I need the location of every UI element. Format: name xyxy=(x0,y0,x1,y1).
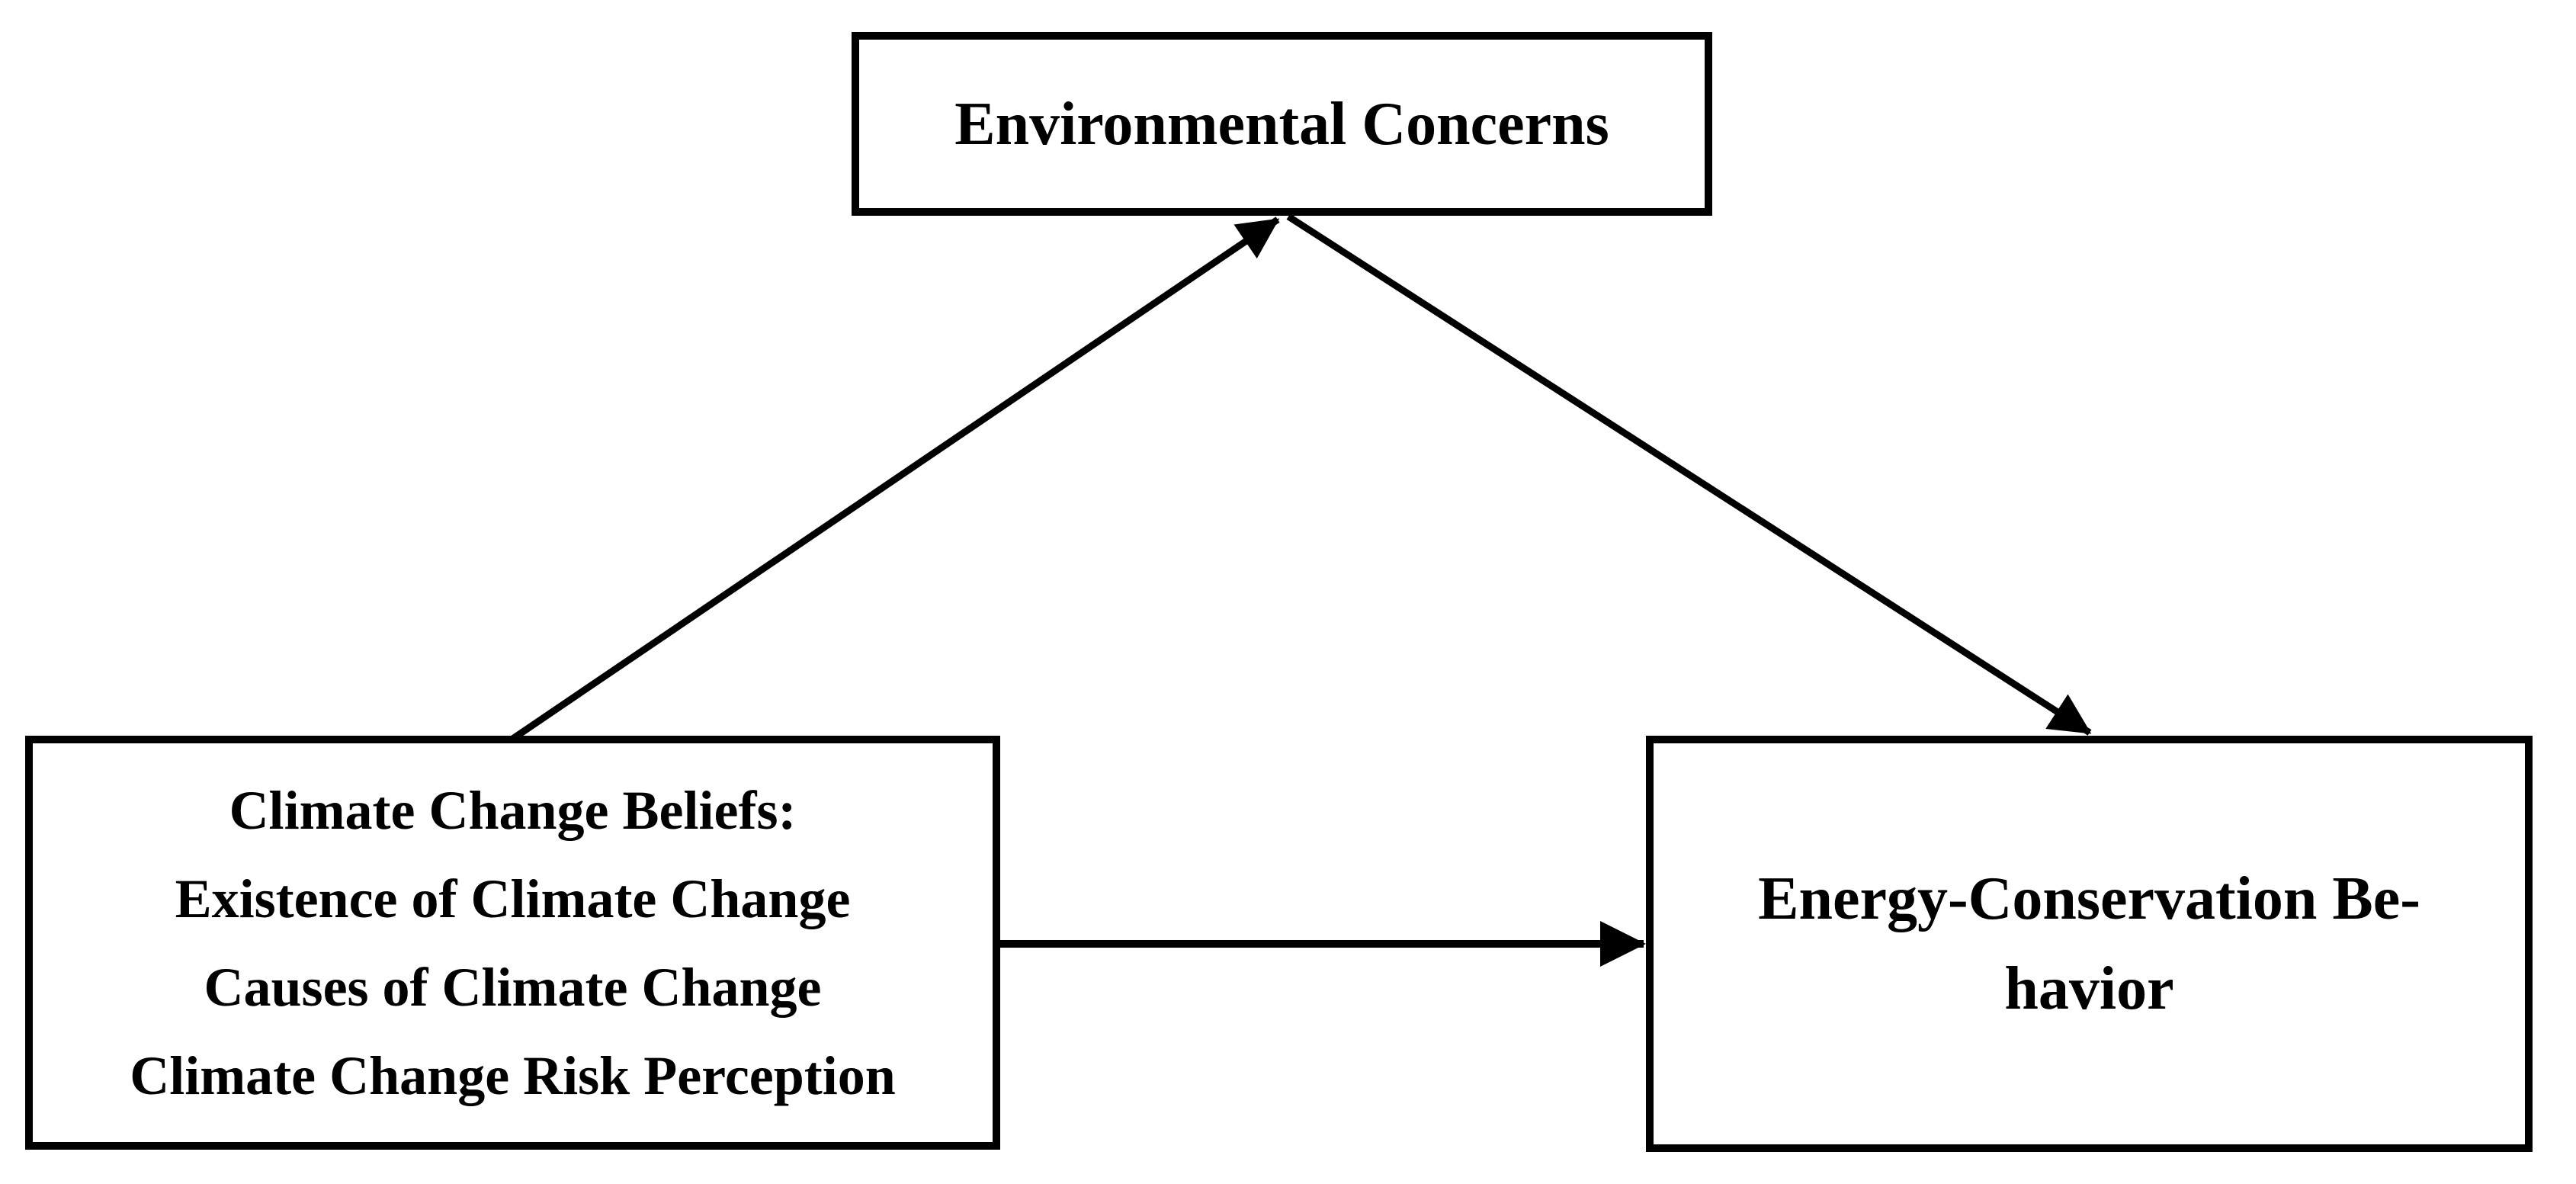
box-climate-change-beliefs-line-1: Climate Change Beliefs: xyxy=(229,779,797,841)
arrow-concerns-to-behavior xyxy=(1286,213,2092,736)
box-climate-change-beliefs-line-3: Causes of Climate Change xyxy=(204,956,822,1018)
box-energy-conservation-behavior: Energy-Conservation Be- havior xyxy=(1646,736,2533,1152)
box-climate-change-beliefs-line-2: Existence of Climate Change xyxy=(175,868,851,929)
arrow-beliefs-to-concerns xyxy=(509,217,1280,743)
box-climate-change-beliefs: Climate Change Beliefs: Existence of Cli… xyxy=(25,736,1000,1150)
box-environmental-concerns: Environmental Concerns xyxy=(852,32,1712,216)
box-environmental-concerns-label: Environmental Concerns xyxy=(954,90,1609,158)
box-energy-conservation-behavior-line-1: Energy-Conservation Be- xyxy=(1758,865,2420,932)
box-energy-conservation-behavior-line-2: havior xyxy=(2004,955,2174,1022)
box-climate-change-beliefs-line-4: Climate Change Risk Perception xyxy=(130,1044,896,1106)
